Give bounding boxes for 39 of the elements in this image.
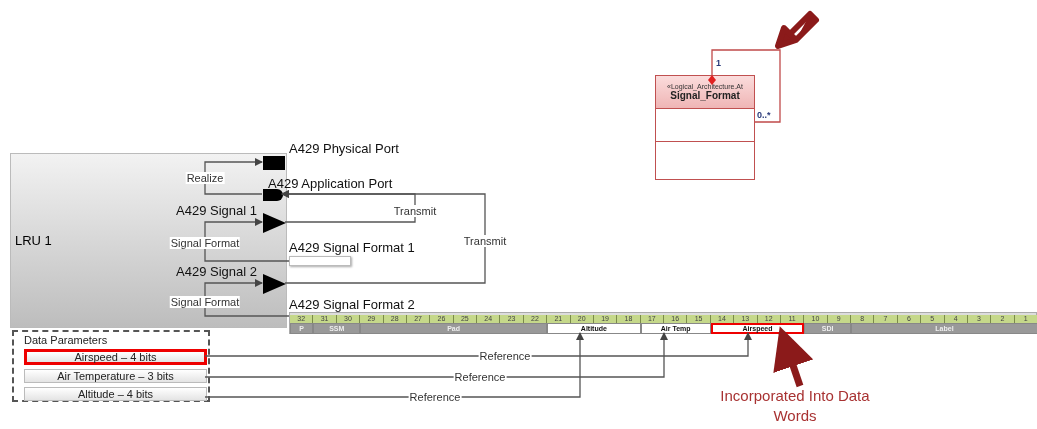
parameter-row: Airspeed – 4 bits bbox=[24, 349, 207, 365]
callout-note: Incorporated Into Data Words bbox=[705, 386, 885, 426]
edge-label: Reference bbox=[478, 350, 532, 362]
connector-arrow bbox=[204, 332, 752, 357]
port-label: A429 Physical Port bbox=[289, 141, 399, 156]
edge-label: Reference bbox=[453, 371, 507, 383]
block-title: LRU 1 bbox=[15, 233, 52, 248]
pointer-arrow bbox=[773, 326, 814, 388]
edge-label: Signal Format bbox=[169, 296, 241, 308]
edge-label: Signal Format bbox=[169, 237, 241, 249]
group-title: Data Parameters bbox=[24, 334, 108, 346]
port-box bbox=[263, 156, 285, 170]
signal-format-bar bbox=[289, 256, 351, 266]
port-label: A429 Signal Format 2 bbox=[289, 297, 415, 312]
port-label: A429 Signal 2 bbox=[176, 264, 257, 279]
edge-label: Reference bbox=[408, 391, 462, 403]
parameter-group bbox=[12, 330, 210, 402]
connector-arrow bbox=[204, 158, 263, 195]
port-triangle bbox=[263, 213, 286, 233]
port-label: A429 Signal Format 1 bbox=[289, 240, 415, 255]
port-triangle bbox=[263, 274, 286, 294]
multiplicity-label: 1 bbox=[716, 58, 721, 68]
edge-label: Realize bbox=[185, 172, 225, 184]
multiplicity-label: 0..* bbox=[757, 110, 771, 120]
port-label: A429 Application Port bbox=[268, 176, 393, 191]
class-name: Signal_Format bbox=[670, 90, 740, 101]
port-box bbox=[263, 189, 283, 201]
connector-arrow bbox=[204, 332, 668, 378]
parameter-row: Air Temperature – 3 bits bbox=[24, 369, 207, 383]
uml-class bbox=[655, 75, 755, 180]
connector-arrow bbox=[204, 218, 290, 262]
connector-arrow bbox=[204, 279, 290, 317]
parameter-row: Altitude – 4 bits bbox=[24, 387, 207, 401]
association-line bbox=[708, 49, 781, 123]
connector-arrow bbox=[281, 190, 486, 284]
port-label: A429 Signal 1 bbox=[176, 203, 257, 218]
edge-label: Transmit bbox=[462, 235, 508, 247]
data-word-bar bbox=[289, 312, 1037, 334]
edge-label: Transmit bbox=[392, 205, 438, 217]
